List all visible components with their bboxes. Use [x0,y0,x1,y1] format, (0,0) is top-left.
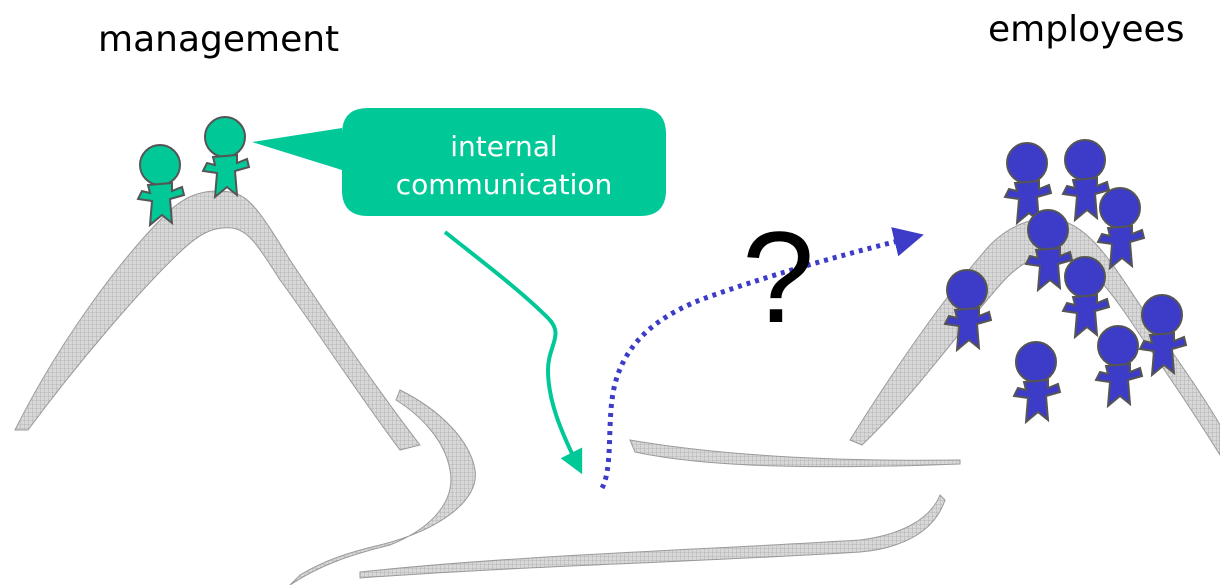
person-figure [1061,139,1111,223]
person-figure [1024,209,1074,293]
management-mountain [14,190,421,451]
question-mark: ? [742,204,815,350]
bubble-line-1: internal [450,130,558,163]
dotted-uncertain-arrow [599,227,924,490]
speech-bubble [252,108,666,216]
person-figure [1012,341,1062,425]
person-figure [1094,325,1144,409]
bubble-line-2: communication [395,168,613,201]
person-figure [136,144,186,228]
employees-label: employees [988,9,1185,50]
employees-mountain [849,218,1220,456]
person-figure [1138,294,1188,378]
management-figures [136,116,251,228]
communication-arrow [443,230,583,475]
person-figure [201,116,251,200]
person-figure [1061,256,1111,340]
person-figure [1003,142,1053,226]
person-figure [943,269,993,353]
person-figure [1096,187,1146,271]
valley-banks [289,389,961,585]
employee-figures [943,139,1188,425]
management-label: management [98,19,340,60]
bubble-text: internal communication [344,128,664,204]
